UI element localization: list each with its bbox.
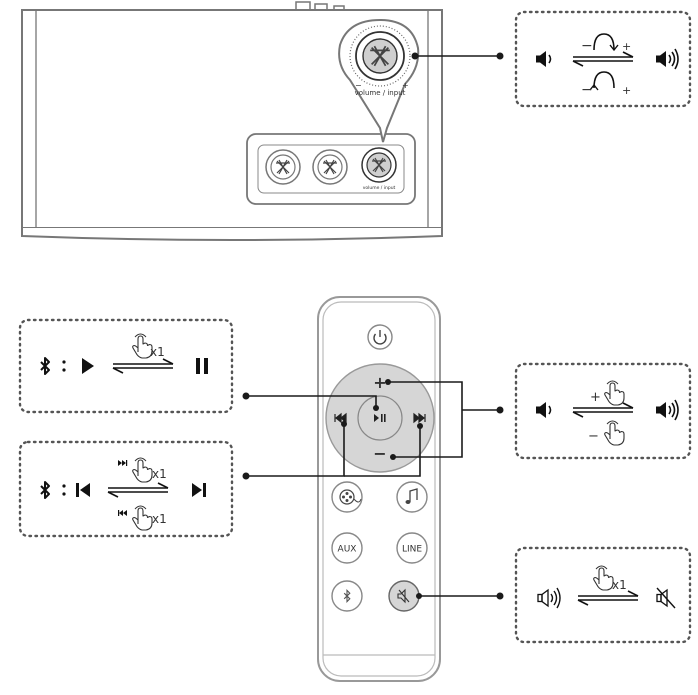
knob-box-minus: − [581,38,593,54]
music-button[interactable] [396,481,428,513]
panel-knob-volume[interactable] [361,147,397,183]
speaker-high-icon [655,399,679,421]
double-arrow-icon [572,402,634,418]
speaker-high-icon [655,48,679,70]
mute-icon [656,587,676,609]
speaker-low-icon [535,401,552,419]
rotate-ccw-icon [593,71,615,89]
hand-tap-icon [604,420,625,446]
pause-icon [196,358,208,374]
knob-minus-label: − [355,81,362,90]
next-small-icon [118,460,128,466]
bt-play-box: x1 [18,318,234,414]
knob-dial-ring [349,25,411,87]
vol-plus-button[interactable]: + [373,373,386,392]
vol-box-plus: + [590,390,601,405]
double-arrow-icon [112,358,174,374]
power-button[interactable] [367,324,393,350]
mute-box: x1 [514,546,692,644]
prev-track-icon [76,483,90,497]
callout-play [246,395,377,408]
play-pause-button[interactable] [374,414,386,422]
knob-volume-box: − + − + [514,10,692,108]
dpad: + − [325,363,435,473]
hand-tap-icon [132,505,153,531]
speaker-outline-icon [537,587,561,609]
callout-next [344,426,421,477]
music-note-icon [409,488,418,502]
mute-button[interactable] [388,580,420,612]
film-icon [339,489,355,505]
bt-play-count: x1 [150,345,165,359]
next-track-icon [192,483,206,497]
knob-box-minus-bottom: − [581,82,593,98]
line-label: LINE [402,545,422,555]
panel-knob-left[interactable] [265,149,301,185]
bt-track-count-top: x1 [152,467,167,481]
panel-knob-middle[interactable] [312,149,348,185]
bluetooth-button[interactable] [331,580,363,612]
remote-volume-box: + − [514,362,692,460]
speaker-base [21,228,443,241]
mute-icon [397,588,410,604]
double-arrow-icon [577,590,639,606]
hand-tap-icon [593,565,614,591]
play-icon [82,358,94,374]
vol-box-minus: − [588,429,599,444]
bluetooth-icon [40,357,50,375]
next-track-button[interactable] [413,412,426,424]
knob-plus-label: + [402,81,409,90]
aux-button[interactable]: AUX [331,532,363,564]
film-button[interactable] [331,481,363,513]
power-icon [373,333,387,345]
knob-label: volume / input [355,89,406,97]
knob-box-plus: + [622,40,631,53]
bluetooth-icon [40,481,50,499]
remote-control: + − [317,296,441,682]
speaker-unit: volume / input − + volume / input [21,1,443,241]
bluetooth-icon [343,589,351,603]
knob-box-plus-bottom: + [622,84,631,97]
prev-small-icon [118,510,127,516]
line-button[interactable]: LINE [396,532,428,564]
play-pause-icon [374,414,379,422]
hand-tap-icon [132,457,153,483]
vol-minus-button[interactable]: − [373,444,386,463]
rotate-cw-icon [593,33,615,51]
knob-zoomed[interactable] [355,31,405,81]
bt-track-box: x1 x1 [18,440,234,538]
callout-volume [388,381,463,458]
panel-knob-label: volume / input [363,185,396,191]
double-arrow-icon [107,482,169,498]
speaker-low-icon [535,50,552,68]
double-arrow-icon [572,51,634,67]
next-track-icon [413,412,426,424]
bt-track-count-bottom: x1 [152,512,167,526]
aux-label: AUX [338,545,357,555]
mute-count: x1 [612,578,627,592]
hand-tap-icon [604,380,625,406]
